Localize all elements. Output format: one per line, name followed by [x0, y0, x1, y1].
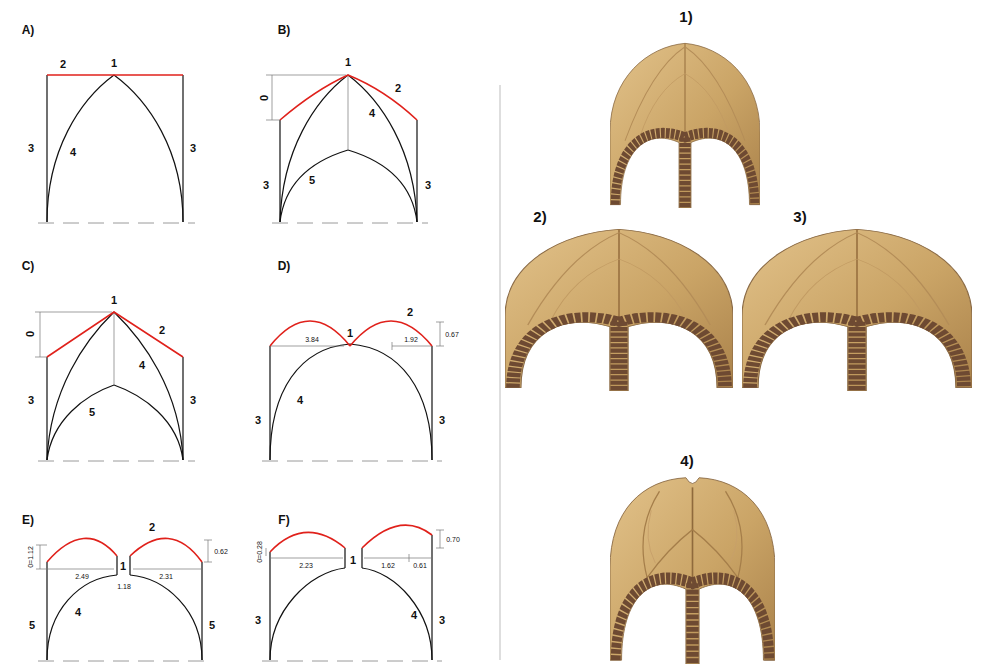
callout-number: 3: [28, 395, 34, 406]
section-d: [270, 344, 432, 460]
dimension-line: [270, 322, 444, 350]
callout-number: 3: [190, 395, 196, 406]
panel-label: F): [278, 514, 289, 526]
crown-line: [47, 312, 183, 357]
dimension-line: [266, 75, 348, 150]
figure-label: 2): [533, 209, 546, 224]
callout-number: 4: [369, 108, 375, 119]
callout-number: 3: [425, 180, 431, 191]
figure-label: 3): [793, 209, 806, 224]
dimension-label: 1.92: [404, 336, 418, 343]
callout-number: 2: [60, 59, 66, 70]
callout-number: 4: [75, 607, 81, 618]
callout-number: 3: [28, 143, 34, 154]
panel-label: B): [278, 24, 291, 36]
dimension-label: 3.84: [305, 336, 319, 343]
callout-number: 1: [345, 57, 351, 68]
callout-number: 5: [209, 620, 215, 631]
dimension-label: 0.67: [445, 331, 459, 338]
figure-label: 1): [679, 9, 692, 24]
panel-label: A): [22, 24, 35, 36]
dimension-label: 0.62: [214, 548, 228, 555]
callout-number: 1: [350, 555, 356, 566]
dimension-label: 2.49: [75, 573, 89, 580]
callout-number: 4: [297, 395, 303, 406]
section-c: [47, 312, 183, 460]
callout-number: 5: [309, 175, 315, 186]
callout-number: 3: [255, 615, 261, 626]
callout-number: 2: [159, 325, 165, 336]
callout-number: 4: [139, 360, 145, 371]
dimension-label: 2.23: [299, 562, 313, 569]
dimension-label: 1.62: [381, 562, 395, 569]
panel-label: D): [278, 260, 291, 272]
figure-label: 4): [680, 453, 693, 468]
vault-rendering: [610, 478, 775, 664]
dimension-label: 1.18: [117, 583, 131, 590]
callout-number: 5: [89, 407, 95, 418]
dimension-label: 0=1.12: [27, 546, 34, 568]
section-f: [270, 535, 432, 660]
dimension-label: 0=0.28: [256, 541, 263, 563]
callout-number: 3: [190, 143, 196, 154]
callout-number: 4: [411, 610, 417, 621]
callout-number: 2: [149, 522, 155, 533]
ground-line: [38, 223, 442, 661]
crown-line: [270, 525, 432, 552]
callout-number: 2: [395, 83, 401, 94]
section-b: [280, 75, 417, 222]
section-a: [47, 75, 183, 222]
separator-line: [500, 85, 501, 660]
callout-number: 3: [439, 615, 445, 626]
callout-number: 5: [29, 620, 35, 631]
callout-number: 1: [111, 295, 117, 306]
vault-rendering: [505, 229, 733, 391]
dimension-label: 2.31: [159, 573, 173, 580]
crown-line: [280, 75, 417, 120]
crown-line: [270, 321, 432, 346]
dimension-label: 0.70: [446, 536, 460, 543]
vault-rendering: [610, 43, 760, 208]
callout-number: 1: [120, 561, 126, 572]
section-e: [47, 556, 202, 660]
dimension-label: 0.61: [413, 562, 427, 569]
callout-number: 4: [70, 147, 76, 158]
callout-number: 2: [407, 307, 413, 318]
crown-line: [47, 538, 202, 562]
callout-number: 0: [259, 95, 270, 101]
callout-number: 3: [439, 415, 445, 426]
callout-number: 3: [263, 180, 269, 191]
panel-label: C): [22, 260, 35, 272]
dimension-line: [35, 312, 114, 385]
callout-number: 3: [255, 415, 261, 426]
callout-number: 1: [347, 328, 353, 339]
panel-label: E): [22, 514, 34, 526]
callout-number: 1: [111, 58, 117, 69]
crown-line: [47, 74, 183, 76]
callout-number: 0: [25, 331, 36, 337]
vault-rendering: [742, 229, 972, 391]
